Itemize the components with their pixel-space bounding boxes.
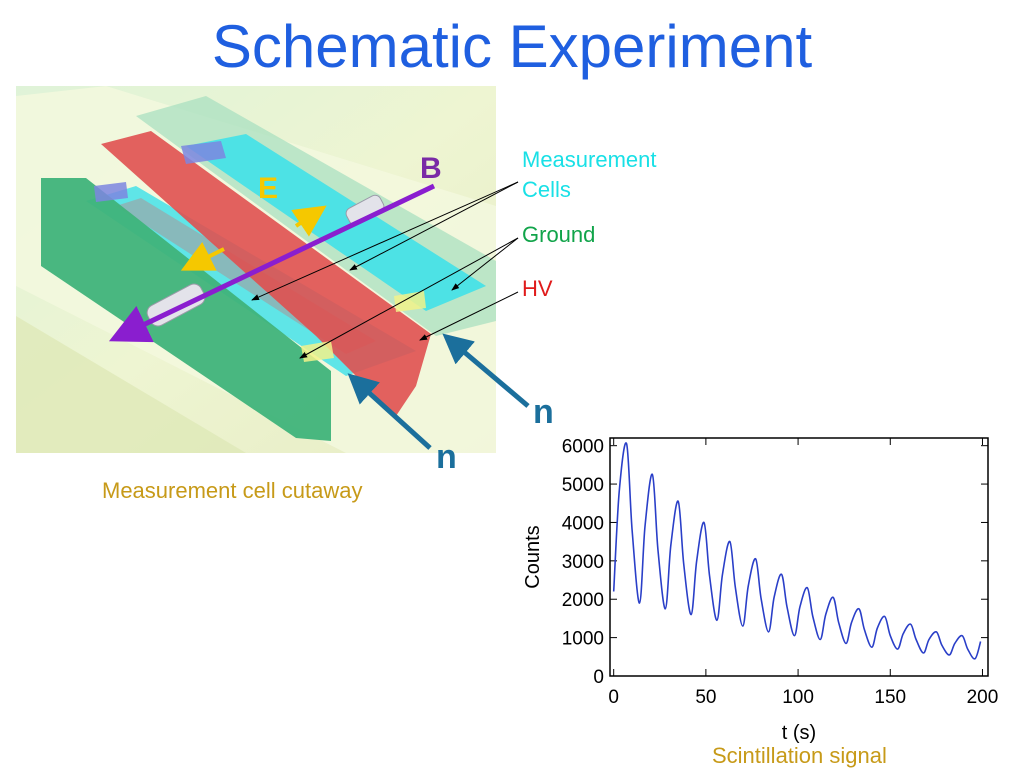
y-tick-label: 4000: [562, 513, 604, 534]
e-field-arrow-up: [291, 205, 327, 237]
y-tick-label: 5000: [562, 475, 604, 496]
leader-measurement-cells-1: [251, 181, 519, 301]
plot-frame: [609, 437, 989, 677]
neutron-label-1: n: [533, 393, 554, 431]
x-tick-label: 200: [967, 687, 999, 708]
e-field-label: E: [258, 172, 278, 205]
neutron-arrow-1: [442, 333, 530, 408]
leader-ground-2: [451, 237, 519, 291]
b-field-arrow: [108, 183, 436, 343]
neutron-label-2: n: [436, 438, 457, 476]
y-tick-label: 6000: [562, 437, 604, 458]
hv-electrode: [101, 131, 431, 416]
outer-shell-lower: [16, 316, 246, 453]
neutron-arrow-2: [347, 373, 432, 450]
measurement-cells-label: Measurement Cells: [522, 145, 657, 205]
b-field-label: B: [420, 152, 442, 185]
cell-end-window-1: [181, 141, 226, 164]
x-tick-label: 150: [874, 687, 906, 708]
x-tick-label: 0: [608, 687, 619, 708]
y-tick-label: 0: [593, 667, 604, 688]
cell-end-window-4: [394, 291, 426, 312]
ground-label: Ground: [522, 222, 596, 247]
cell-end-window-3: [301, 341, 334, 362]
measurement-cells-label-line-1: Measurement: [522, 147, 657, 172]
signal-caption: Scintillation signal: [712, 743, 887, 768]
leader-ground-1: [299, 237, 519, 359]
y-tick-label: 2000: [562, 590, 604, 611]
x-tick-label: 50: [695, 687, 716, 708]
measurement-cells-label-line-2: Cells: [522, 177, 571, 202]
x-tick-label: 100: [782, 687, 814, 708]
hv-label: HV: [522, 276, 553, 301]
measurement-cell-upper: [186, 134, 486, 311]
e-field-arrow-down: [180, 241, 225, 271]
y-tick-label: 3000: [562, 552, 604, 573]
slide-title: Schematic Experiment: [211, 13, 813, 80]
x-axis-label: t (s): [782, 722, 816, 744]
cutaway-caption: Measurement cell cutaway: [102, 478, 363, 503]
measurement-cell-cutaway: E B: [16, 86, 496, 453]
leader-measurement-cells-2: [349, 181, 519, 271]
y-tick-label: 1000: [562, 629, 604, 650]
leader-hv: [419, 291, 519, 341]
cell-end-window-2: [94, 182, 128, 202]
y-axis-label: Counts: [522, 525, 544, 588]
counts-series-line: [612, 442, 982, 660]
